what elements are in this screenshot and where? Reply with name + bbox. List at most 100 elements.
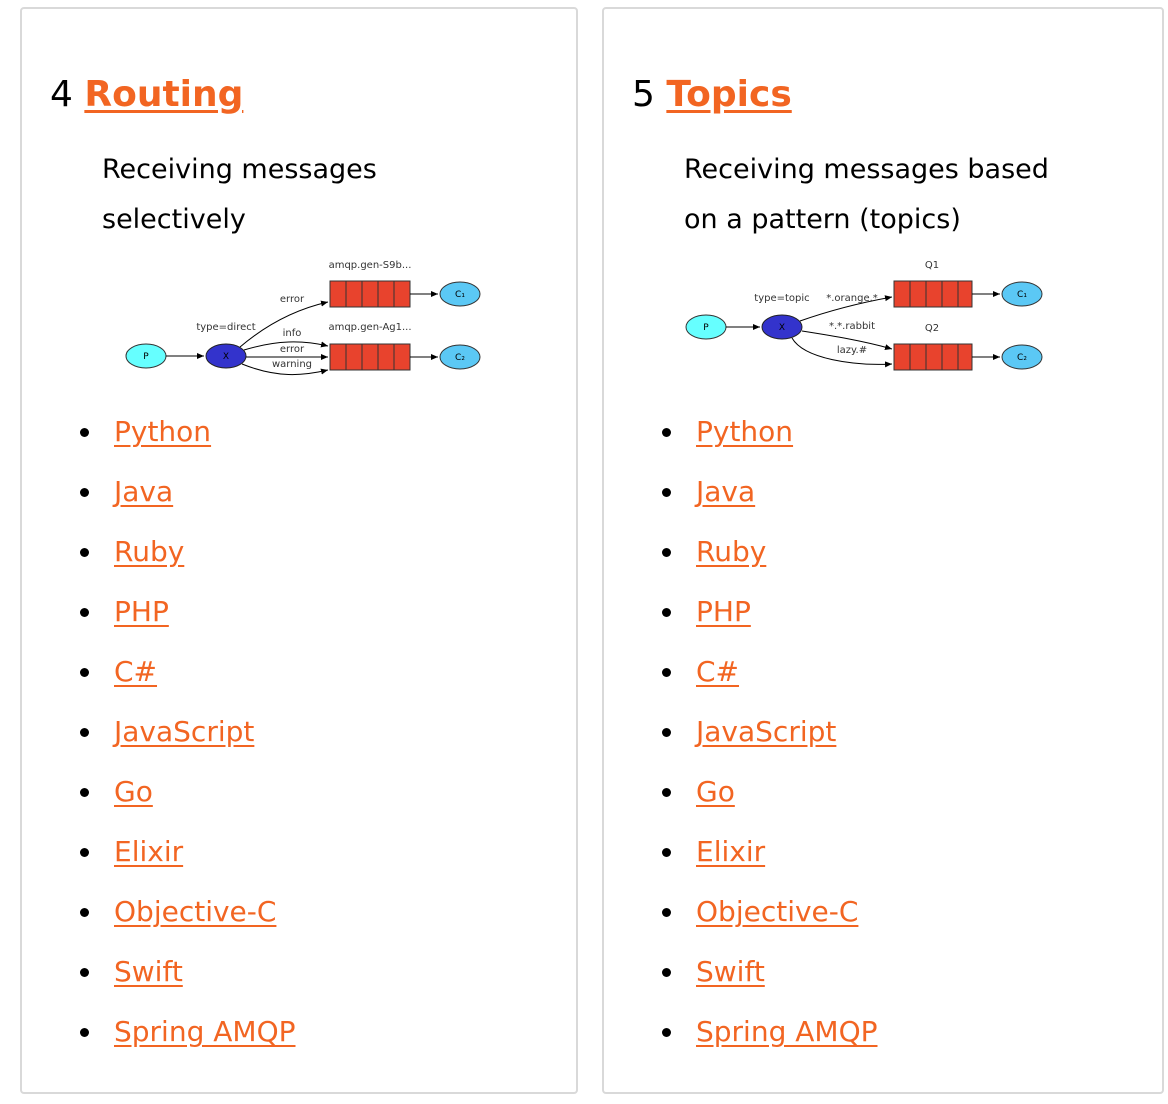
consumer-node (1001, 344, 1043, 370)
list-item: Objective-C (662, 882, 878, 942)
consumer-node (1001, 281, 1043, 307)
bullet-icon (662, 428, 671, 437)
bullet-icon (662, 968, 671, 977)
language-link[interactable]: Elixir (696, 835, 766, 868)
exchange-node (205, 343, 247, 369)
producer-label: P (143, 352, 149, 362)
language-link[interactable]: Java (696, 475, 756, 508)
routing-diagram: P X type=direct error info error warning… (125, 260, 481, 376)
list-item: Objective-C (80, 882, 296, 942)
consumer-label: C₁ (455, 290, 465, 300)
exchange-type-label: type=topic (754, 293, 809, 304)
binding-label: *.*.rabbit (829, 321, 875, 332)
queue-1 (893, 280, 973, 308)
language-link[interactable]: Elixir (114, 835, 184, 868)
language-link[interactable]: Ruby (696, 535, 767, 568)
binding-label: lazy.# (837, 345, 867, 356)
language-link[interactable]: C# (114, 655, 158, 688)
language-link[interactable]: Objective-C (696, 895, 859, 928)
list-item: Go (662, 762, 878, 822)
language-link[interactable]: Swift (696, 955, 765, 988)
bullet-icon (662, 728, 671, 737)
list-item: JavaScript (80, 702, 296, 762)
binding-label: info (283, 328, 302, 339)
list-item: Python (80, 402, 296, 462)
list-item: PHP (80, 582, 296, 642)
tutorial-title-link[interactable]: Routing (84, 74, 244, 115)
list-item: Java (662, 462, 878, 522)
bullet-icon (80, 788, 89, 797)
bullet-icon (80, 428, 89, 437)
language-link[interactable]: Python (114, 415, 212, 448)
language-list: Python Java Ruby PHP C# JavaScript Go El… (662, 402, 878, 1062)
tutorial-description: Receiving messages based on a pattern (t… (684, 154, 1049, 235)
list-item: Elixir (662, 822, 878, 882)
topics-diagram: P X type=topic *.orange.* *.*.rabbit laz… (685, 260, 1043, 371)
consumer-node (439, 281, 481, 307)
list-item: Ruby (80, 522, 296, 582)
bullet-icon (662, 908, 671, 917)
bullet-icon (80, 908, 89, 917)
bullet-icon (80, 668, 89, 677)
language-link[interactable]: Swift (114, 955, 183, 988)
exchange-node (761, 314, 803, 340)
list-item: Swift (80, 942, 296, 1002)
language-link[interactable]: JavaScript (696, 715, 837, 748)
bullet-icon (662, 488, 671, 497)
tutorial-card-topics: 5 Topics Receiving messages based on a p… (602, 7, 1164, 1094)
queue-2 (329, 343, 411, 371)
bullet-icon (80, 608, 89, 617)
exchange-label: X (223, 352, 229, 362)
language-link[interactable]: JavaScript (114, 715, 255, 748)
queue-2 (893, 343, 973, 371)
queue-name: amqp.gen-S9b... (329, 260, 412, 271)
queue-1 (329, 280, 411, 308)
tutorial-number: 5 (632, 74, 655, 115)
language-link[interactable]: PHP (696, 595, 751, 628)
language-link[interactable]: Spring AMQP (696, 1015, 878, 1048)
list-item: JavaScript (662, 702, 878, 762)
language-link[interactable]: Ruby (114, 535, 185, 568)
list-item: Ruby (662, 522, 878, 582)
tutorial-number: 4 (50, 74, 73, 115)
card-heading: 5 Topics (632, 71, 792, 119)
language-link[interactable]: Python (696, 415, 794, 448)
bullet-icon (662, 1028, 671, 1037)
list-item: Swift (662, 942, 878, 1002)
list-item: C# (662, 642, 878, 702)
bullet-icon (662, 608, 671, 617)
bullet-icon (662, 848, 671, 857)
consumer-label: C₁ (1017, 290, 1027, 300)
bullet-icon (80, 488, 89, 497)
exchange-label: X (779, 323, 785, 333)
bullet-icon (80, 548, 89, 557)
language-link[interactable]: Objective-C (114, 895, 277, 928)
binding-label: warning (272, 359, 312, 370)
list-item: Python (662, 402, 878, 462)
list-item: Go (80, 762, 296, 822)
list-item: Java (80, 462, 296, 522)
exchange-type-label: type=direct (196, 322, 255, 333)
language-link[interactable]: Java (114, 475, 174, 508)
bullet-icon (80, 968, 89, 977)
language-link[interactable]: Go (114, 775, 153, 808)
tutorial-title-link[interactable]: Topics (666, 74, 792, 115)
list-item: PHP (662, 582, 878, 642)
consumer-node (439, 344, 481, 370)
list-item: Spring AMQP (662, 1002, 878, 1062)
binding-label: *.orange.* (826, 293, 878, 304)
language-link[interactable]: C# (696, 655, 740, 688)
tutorial-description: Receiving messages selectively (102, 154, 377, 235)
producer-label: P (703, 323, 709, 333)
language-link[interactable]: PHP (114, 595, 169, 628)
list-item: C# (80, 642, 296, 702)
bullet-icon (662, 668, 671, 677)
language-link[interactable]: Go (696, 775, 735, 808)
card-heading: 4 Routing (50, 71, 243, 119)
language-link[interactable]: Spring AMQP (114, 1015, 296, 1048)
queue-name: amqp.gen-Ag1... (328, 322, 411, 333)
consumer-label: C₂ (1017, 353, 1027, 363)
queue-name: Q1 (925, 260, 939, 271)
bullet-icon (80, 848, 89, 857)
bullet-icon (662, 548, 671, 557)
